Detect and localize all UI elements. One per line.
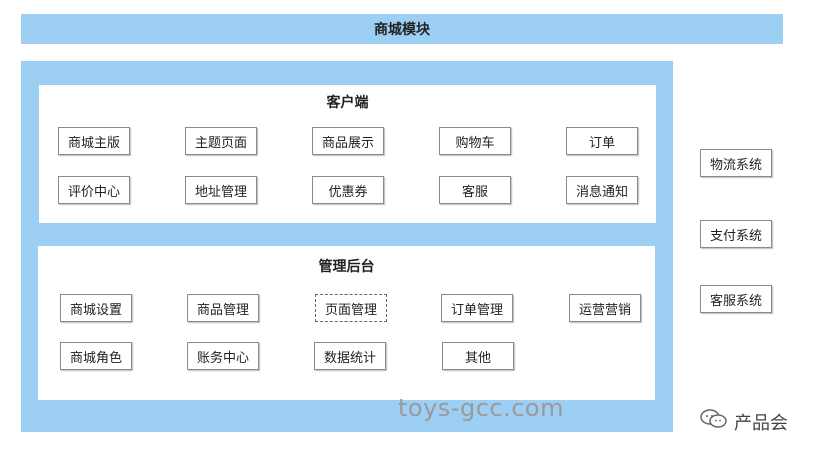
client-item: 消息通知 [566, 176, 638, 204]
client-item: 商城主版 [58, 127, 130, 155]
client-item: 优惠券 [312, 176, 384, 204]
admin-item: 商品管理 [187, 294, 259, 322]
admin-item: 账务中心 [187, 342, 259, 370]
admin-panel-title: 管理后台 [318, 259, 375, 275]
admin-item-selected: 页面管理 [315, 294, 387, 322]
payment-system: 支付系统 [700, 220, 772, 248]
customer-service-system: 客服系统 [700, 285, 772, 313]
watermark: toys-gcc.com [398, 394, 564, 422]
admin-item: 订单管理 [441, 294, 513, 322]
client-item: 订单 [566, 127, 638, 155]
client-item: 购物车 [439, 127, 511, 155]
client-item: 主题页面 [185, 127, 257, 155]
admin-panel: 管理后台 商城设置 商品管理 页面管理 订单管理 运营营销 商城角色 账务中心 … [38, 246, 655, 400]
admin-item: 数据统计 [314, 342, 386, 370]
client-item: 地址管理 [185, 176, 257, 204]
brand: 产品会 [700, 408, 788, 435]
admin-item: 商城设置 [60, 294, 132, 322]
brand-label: 产品会 [734, 412, 788, 434]
client-item: 客服 [439, 176, 511, 204]
client-item: 商品展示 [312, 127, 384, 155]
wechat-icon [700, 408, 728, 435]
admin-item: 商城角色 [60, 342, 132, 370]
client-item: 评价中心 [58, 176, 130, 204]
module-title: 商城模块 [21, 14, 783, 44]
client-panel-title: 客户端 [326, 95, 369, 111]
client-panel: 客户端 商城主版 主题页面 商品展示 购物车 订单 评价中心 地址管理 优惠券 … [39, 85, 656, 223]
admin-item: 运营营销 [569, 294, 641, 322]
logistics-system: 物流系统 [700, 149, 772, 177]
admin-item: 其他 [442, 342, 514, 370]
